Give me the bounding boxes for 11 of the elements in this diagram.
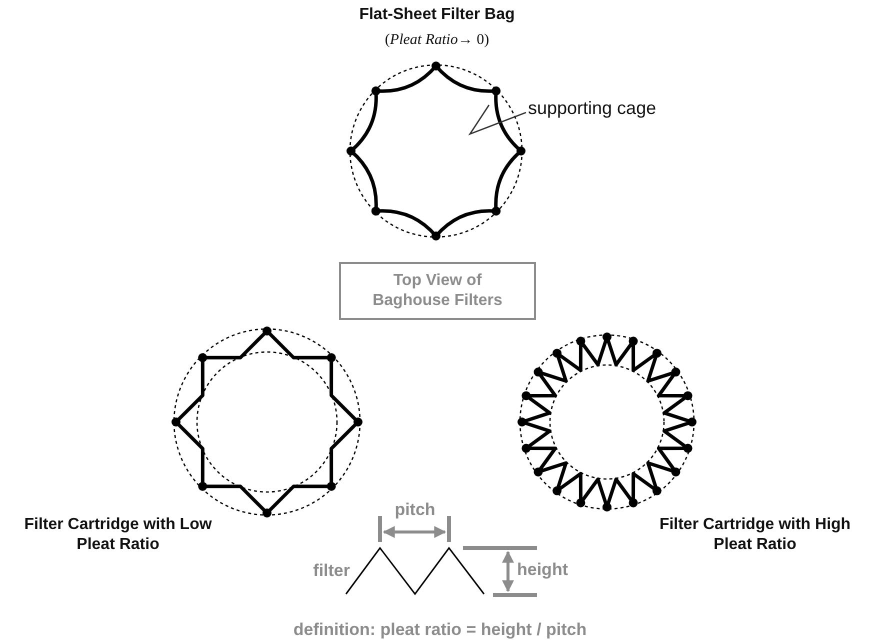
drawing-caption: Filter Cartridge with High Pleat Ratio [658,515,852,555]
drawing-caption: Filter Cartridge with Low Pleat Ratio [23,515,213,555]
dimension-label: pitch [394,499,436,520]
title-box: Top View of Baghouse Filters [339,262,536,320]
definition-note: definition: pleat ratio = height / pitch [292,619,588,640]
callout-text: supporting cage [528,97,698,120]
drawing-caption: Flat-Sheet Filter Bag [358,5,516,25]
drawing-subcaption: (Pleat Ratio→ 0) [384,31,490,50]
dimension-label: height [517,559,569,580]
filter-bag-drawing [346,62,526,240]
part-label: filter [312,560,350,582]
